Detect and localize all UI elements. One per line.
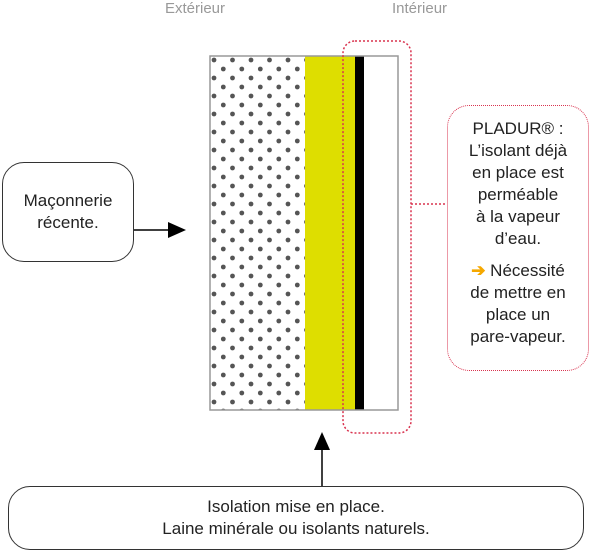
note-line: perméable	[477, 185, 559, 204]
masonry-layer	[210, 56, 305, 410]
insulation-box: Isolation mise en place. Laine minérale o…	[8, 486, 584, 550]
vapour-layer	[355, 56, 364, 410]
note-line: L’isolant déjà	[468, 141, 568, 160]
note-conclusion: Nécessité	[490, 261, 565, 280]
exterior-label: Extérieur	[165, 0, 226, 17]
insulation-text: Isolation mise en place.	[207, 497, 385, 516]
orange-arrow-icon: ➔	[471, 261, 486, 280]
masonry-box: Maçonnerie récente.	[2, 162, 134, 262]
up-arrow-icon	[314, 432, 330, 450]
masonry-text: récente.	[37, 213, 99, 232]
interior-highlight	[342, 40, 412, 434]
insulation-text: Laine minérale ou isolants naturels.	[162, 519, 430, 538]
note-title: PLADUR® :	[472, 119, 564, 138]
note-line: à la vapeur	[475, 207, 561, 226]
note-line: en place est	[472, 163, 564, 182]
interior-label: Intérieur	[392, 0, 448, 17]
note-conclusion: de mettre en	[470, 283, 566, 302]
note-conclusion: place un	[485, 305, 551, 324]
pladur-note: PLADUR® : L’isolant déjà en place est pe…	[447, 105, 589, 371]
masonry-text: Maçonnerie	[23, 191, 113, 210]
insulation-layer	[305, 56, 355, 410]
note-conclusion: pare-vapeur.	[470, 327, 566, 346]
right-arrow-icon	[168, 222, 186, 238]
note-line: d’eau.	[494, 229, 542, 248]
wall-outline	[209, 55, 399, 411]
